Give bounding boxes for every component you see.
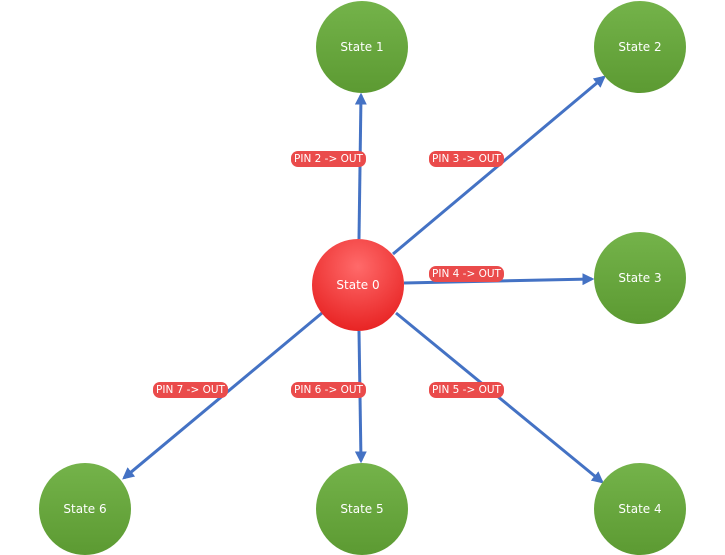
svg-text:State 3: State 3	[618, 271, 661, 285]
svg-text:State 2: State 2	[618, 40, 661, 54]
edge-label-pin6[interactable]: PIN 6 -> OUT	[291, 382, 366, 398]
svg-text:State 6: State 6	[63, 502, 106, 516]
svg-text:State 4: State 4	[618, 502, 661, 516]
svg-text:PIN 3 -> OUT: PIN 3 -> OUT	[432, 153, 502, 165]
node-state-3[interactable]: State 3	[594, 232, 686, 324]
svg-text:PIN 5 -> OUT: PIN 5 -> OUT	[432, 384, 502, 396]
edge-label-pin7[interactable]: PIN 7 -> OUT	[153, 382, 228, 398]
edge-label-pin3[interactable]: PIN 3 -> OUT	[429, 151, 504, 167]
node-state-5[interactable]: State 5	[316, 463, 408, 555]
node-state-1[interactable]: State 1	[316, 1, 408, 93]
edge-label-pin5[interactable]: PIN 5 -> OUT	[429, 382, 504, 398]
svg-text:State 0: State 0	[336, 278, 379, 292]
svg-text:PIN 2 -> OUT: PIN 2 -> OUT	[294, 153, 364, 165]
node-state-2[interactable]: State 2	[594, 1, 686, 93]
node-state-0[interactable]: State 0	[312, 239, 404, 331]
svg-text:PIN 6 -> OUT: PIN 6 -> OUT	[294, 384, 364, 396]
nodes: State 0 State 1 State 2 State 3 State 4 …	[39, 1, 686, 555]
svg-text:State 5: State 5	[340, 502, 383, 516]
node-state-4[interactable]: State 4	[594, 463, 686, 555]
node-state-6[interactable]: State 6	[39, 463, 131, 555]
svg-text:PIN 7 -> OUT: PIN 7 -> OUT	[156, 384, 226, 396]
edge-label-pin2[interactable]: PIN 2 -> OUT	[291, 151, 366, 167]
edge-s0-s1[interactable]	[354, 92, 367, 240]
edge-labels: PIN 2 -> OUT PIN 3 -> OUT PIN 4 -> OUT P…	[153, 151, 504, 398]
svg-text:State 1: State 1	[340, 40, 383, 54]
svg-text:PIN 4 -> OUT: PIN 4 -> OUT	[432, 268, 502, 280]
edge-label-pin4[interactable]: PIN 4 -> OUT	[429, 266, 504, 282]
